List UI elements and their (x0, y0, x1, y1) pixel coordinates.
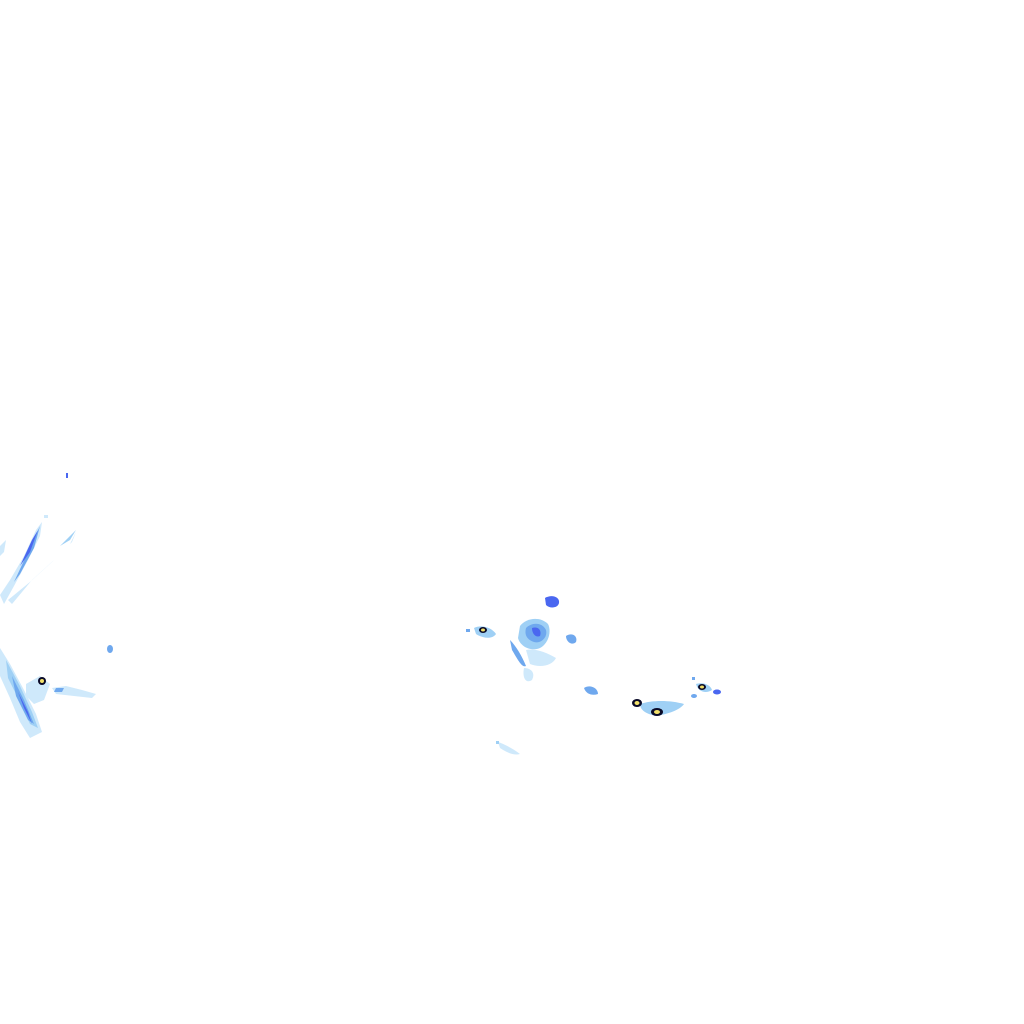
radar-echo (8, 532, 76, 604)
radar-echo (510, 640, 526, 667)
radar-echo (18, 692, 32, 724)
radar-echo (692, 677, 695, 680)
radar-echo (107, 645, 113, 653)
radar-echo (713, 689, 721, 695)
radar-echo (523, 668, 534, 682)
radar-echo (532, 627, 541, 637)
radar-echo-cluster-west-lower (0, 645, 113, 738)
radar-echo (545, 596, 560, 608)
radar-echo (44, 515, 48, 518)
radar-echo (6, 660, 38, 728)
radar-echo (54, 688, 64, 692)
radar-echo (496, 741, 499, 744)
radar-echo-cluster-central (466, 596, 598, 755)
radar-echo (691, 694, 697, 698)
radar-echo (20, 530, 38, 566)
radar-echo (654, 710, 660, 714)
radar-echo (60, 530, 76, 546)
radar-echo (26, 676, 50, 704)
radar-echo-cluster-west-upper (0, 473, 76, 604)
radar-echo (700, 685, 704, 689)
radar-echo (481, 628, 485, 632)
radar-echo (0, 540, 6, 556)
radar-echo (498, 742, 520, 755)
radar-echo-cluster-east (632, 677, 721, 716)
radar-echo (634, 701, 640, 705)
radar-echo (466, 629, 470, 632)
radar-echo (66, 473, 68, 478)
radar-echo (40, 679, 44, 683)
radar-echo (584, 686, 598, 695)
radar-echo (640, 701, 684, 716)
radar-echo (12, 676, 34, 724)
radar-echo (526, 649, 556, 666)
radar-echo (566, 634, 577, 644)
